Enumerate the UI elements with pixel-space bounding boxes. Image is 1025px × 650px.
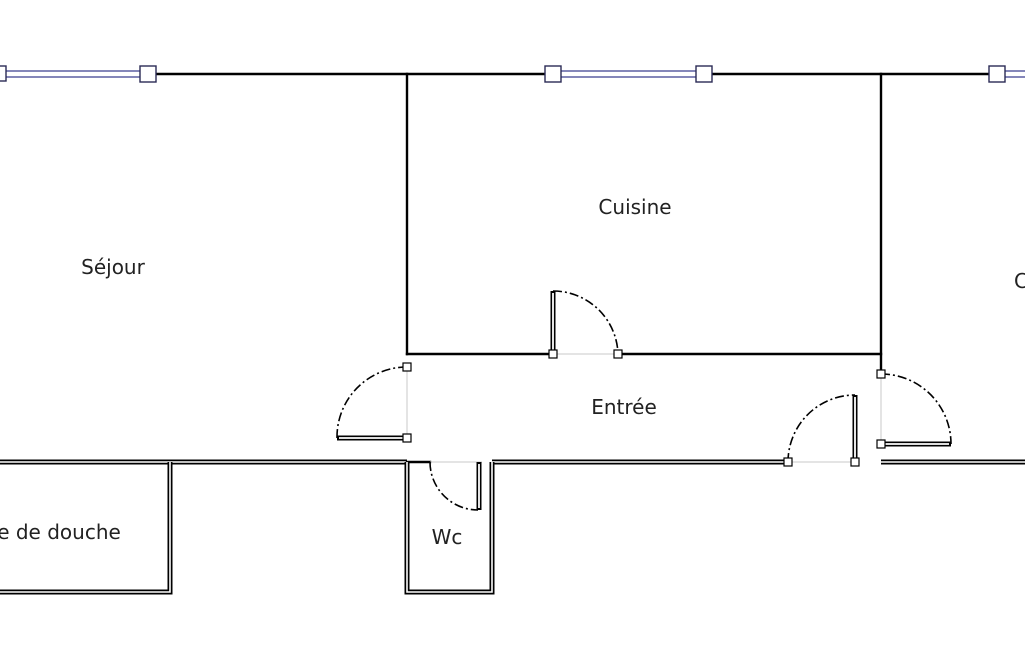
window-cuisine[interactable]	[544, 65, 713, 83]
room-label-right-room: C	[1014, 269, 1025, 293]
kitchen-walls	[405, 72, 883, 376]
room-label-wc: Wc	[432, 525, 463, 549]
window-right-room[interactable]	[988, 65, 1025, 83]
door-wc[interactable]	[429, 461, 482, 511]
door-entree-lower[interactable]	[783, 394, 860, 467]
room-label-sejour: Séjour	[81, 255, 145, 279]
door-right-room[interactable]	[876, 369, 952, 449]
window-sejour[interactable]	[0, 65, 157, 83]
room-label-cuisine: Cuisine	[598, 195, 671, 219]
shower-room-walls	[0, 462, 173, 595]
door-sejour[interactable]	[336, 362, 412, 443]
top-facade	[0, 65, 1025, 83]
room-label-entree: Entrée	[591, 395, 657, 419]
opening-lines	[406, 353, 882, 463]
room-label-douche: e de douche	[0, 520, 121, 544]
wc-walls	[404, 461, 495, 595]
door-cuisine[interactable]	[548, 290, 623, 359]
